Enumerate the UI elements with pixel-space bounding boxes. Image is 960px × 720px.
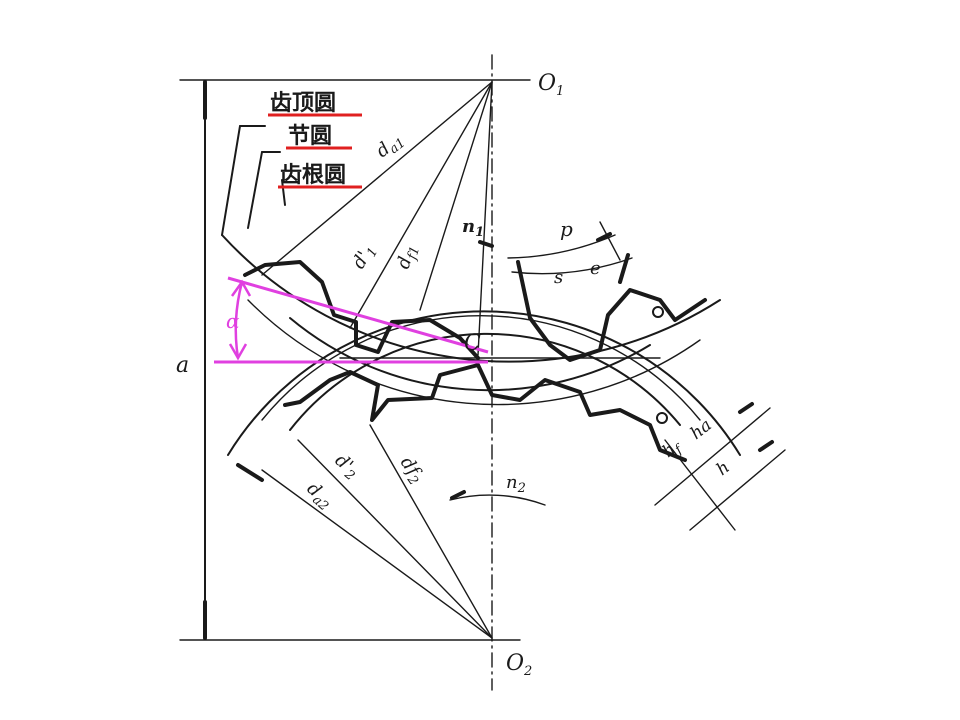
- root-circle-label: 齿根圆: [280, 162, 346, 188]
- leader-pitch-circle: [247, 151, 263, 229]
- h-extension-1: [654, 407, 771, 506]
- lower-gear: [227, 310, 786, 639]
- lower-tip-circle: [227, 310, 741, 456]
- n2-arc: [449, 494, 546, 506]
- n2-arrow: [450, 490, 466, 500]
- upper-gear-teeth-right: [516, 260, 707, 362]
- ray-d2: [297, 439, 493, 639]
- leader-root-circle: [281, 179, 286, 206]
- lower-pitch-circle: [261, 314, 701, 421]
- df1-label: df1: [393, 242, 423, 273]
- speed2-label: n2: [506, 472, 526, 496]
- pitch-dimension-arc: [507, 234, 616, 259]
- tooth-thickness-label: s: [554, 267, 563, 288]
- h-extension-2: [689, 449, 786, 531]
- n1-arrow: [478, 240, 494, 248]
- pitch-point-label: C: [464, 331, 481, 356]
- space-width-label: e: [590, 258, 601, 279]
- ray-da1: [261, 81, 493, 276]
- lower-gear-teeth: [283, 363, 687, 462]
- line-of-action: [227, 276, 489, 354]
- upper-gear-teeth: [243, 260, 480, 360]
- da1-label: da1: [372, 128, 408, 164]
- h-label: h: [713, 457, 734, 480]
- upper-tooth-point: [652, 306, 664, 318]
- ray-to-c: [477, 81, 493, 356]
- o2-label: O2: [506, 651, 532, 679]
- lower-tooth-point: [656, 412, 668, 424]
- pitch-circle-label: 节圆: [288, 124, 332, 149]
- tip-circle-label: 齿顶圆: [270, 90, 336, 116]
- angle-arrow-bottom: [228, 343, 248, 361]
- lower-root-circle: [289, 332, 681, 431]
- pressure-angle: [214, 276, 489, 364]
- d1-label: d'1: [348, 241, 381, 274]
- upper-root-circle: [289, 317, 651, 392]
- h-arrow: [758, 440, 774, 452]
- ray-df2: [369, 424, 493, 639]
- upper-gear: [221, 81, 721, 406]
- ray-da2: [261, 469, 493, 639]
- ha-label: ha: [687, 415, 716, 444]
- ha-arrow: [738, 402, 754, 414]
- upper-pitch-circle: [247, 299, 701, 406]
- speed1-label: n1: [462, 216, 484, 240]
- pitch-label: p: [560, 217, 573, 241]
- pressure-angle-label: α: [226, 309, 240, 333]
- pitch-extension: [599, 221, 621, 261]
- upper-tip-circle: [221, 234, 721, 363]
- h-dimension-line: [664, 439, 736, 531]
- o1-label: O1: [538, 71, 564, 99]
- da2-arrow: [236, 463, 264, 482]
- da2-label: da2: [301, 478, 338, 514]
- center-distance-label: a: [176, 353, 189, 378]
- label-underlines: [268, 113, 362, 189]
- leader-tip-circle: [221, 125, 241, 236]
- ray-d1: [349, 81, 493, 329]
- pitch-arrow: [596, 232, 612, 242]
- ray-df1: [419, 81, 493, 311]
- df2-label: df2: [393, 453, 428, 488]
- reference-lines: [179, 54, 661, 691]
- angle-arc: [234, 281, 244, 359]
- d2-label: d'2: [329, 450, 363, 484]
- upper-tooth-mark: [618, 253, 630, 284]
- angle-arrow-top: [230, 279, 252, 297]
- se-dimension-arc: [511, 257, 633, 275]
